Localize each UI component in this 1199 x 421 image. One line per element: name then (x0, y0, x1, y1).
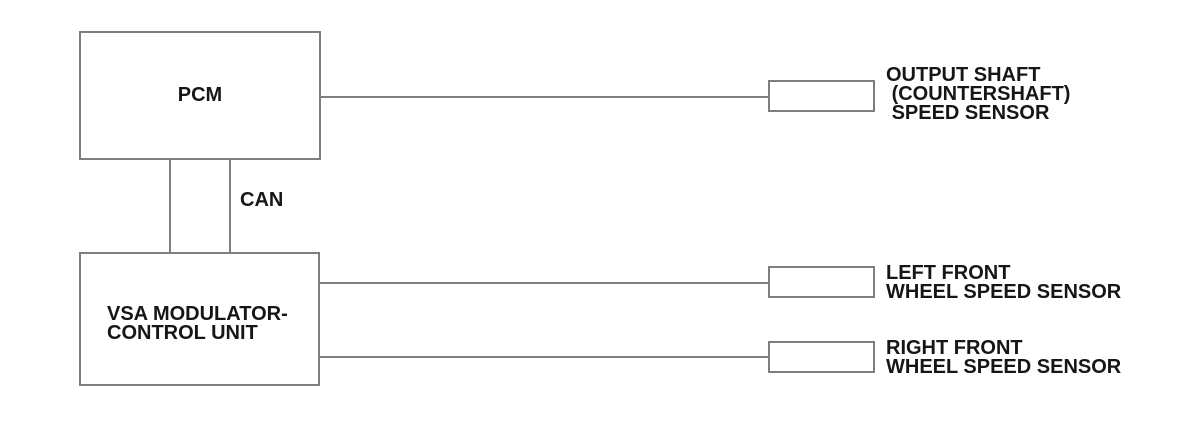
connector-left-front-wheel-sensor (768, 266, 875, 298)
wire-right-front-wheel-sensor (320, 356, 768, 358)
vsa-modulator-block: VSA MODULATOR- CONTROL UNIT (79, 252, 320, 386)
can-bus-line-right (229, 160, 231, 252)
can-bus-label: CAN (240, 189, 284, 211)
pcm-block-label: PCM (177, 84, 223, 106)
right-front-wheel-speed-sensor-label: RIGHT FRONT WHEEL SPEED SENSOR (886, 337, 1122, 378)
output-shaft-speed-sensor-label: OUTPUT SHAFT (COUNTERSHAFT) SPEED SENSOR (886, 64, 1071, 124)
left-front-wheel-speed-sensor-label: LEFT FRONT WHEEL SPEED SENSOR (886, 262, 1122, 303)
wire-left-front-wheel-sensor (320, 282, 768, 284)
connector-output-shaft-sensor (768, 80, 875, 112)
wire-output-shaft-sensor (321, 96, 768, 98)
vsa-modulator-block-label: VSA MODULATOR- CONTROL UNIT (107, 302, 288, 344)
can-bus-line-left (169, 160, 171, 252)
pcm-block: PCM (79, 31, 321, 160)
connector-right-front-wheel-sensor (768, 341, 875, 373)
